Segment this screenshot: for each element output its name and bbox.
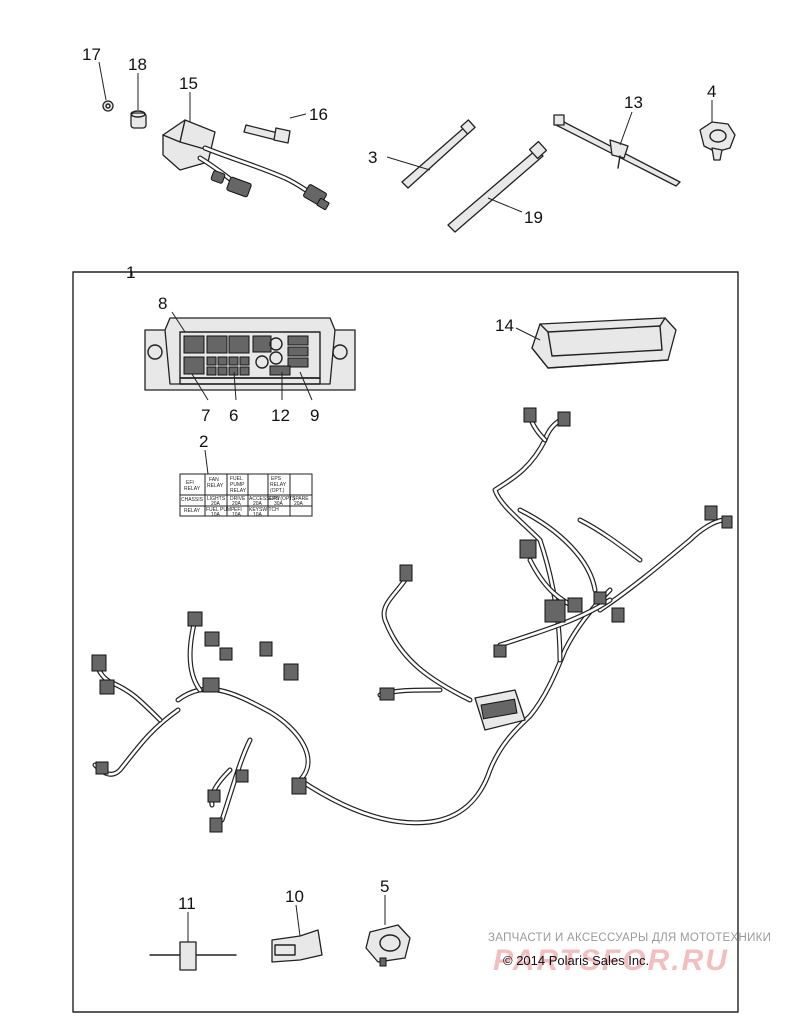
decal-eps-relay-l2: RELAY xyxy=(270,482,287,488)
decal-efi-relay-l1: EFI xyxy=(186,480,194,486)
part-15-relay-module xyxy=(162,119,330,211)
part-18-spacer xyxy=(130,110,147,129)
decal-eps-opt-l1: EPS (OPT.) xyxy=(269,496,295,502)
part-2-fuse-decal: EFI RELAY FAN RELAY FUEL PUMP RELAY EPS … xyxy=(179,473,313,518)
decal-chassis-relay-l1: CHASSIS xyxy=(181,497,204,503)
label-8: 8 xyxy=(158,294,167,313)
label-4: 4 xyxy=(707,82,716,101)
decal-chassis-relay-l2: RELAY xyxy=(184,508,201,514)
decal-fan-relay-l1: FAN xyxy=(209,477,219,483)
label-2: 2 xyxy=(199,432,208,451)
decal-efi-relay-l2: RELAY xyxy=(184,486,201,492)
main-wire-harness xyxy=(91,407,733,833)
part-8-fuse-relay-box xyxy=(144,317,356,391)
label-17: 17 xyxy=(82,45,101,64)
label-14: 14 xyxy=(495,316,514,335)
decal-spare-l1: SPARE xyxy=(292,496,309,502)
decal-fuel-pump-l1: FUEL PUMP xyxy=(206,507,235,513)
part-19-cable-tie xyxy=(447,140,548,233)
label-19: 19 xyxy=(524,208,543,227)
label-9: 9 xyxy=(310,406,319,425)
label-6: 6 xyxy=(229,406,238,425)
decal-efi-l1: EFI xyxy=(234,507,242,513)
decal-fan-relay-l2: RELAY xyxy=(207,483,224,489)
decal-eps-relay-l3: (OPT.) xyxy=(270,488,285,494)
copyright-notice: © 2014 Polaris Sales Inc. xyxy=(503,953,650,968)
decal-efi-l2: 10A xyxy=(232,512,242,518)
label-11: 11 xyxy=(178,894,196,913)
part-10-plug xyxy=(271,929,323,963)
decal-lights-l2: 20A xyxy=(211,501,221,507)
watermark-logo: PARTSFOR.RU xyxy=(493,944,729,977)
decal-fuel-pump-relay-l1: FUEL xyxy=(230,476,243,482)
label-12: 12 xyxy=(271,406,290,425)
part-17-nut xyxy=(102,100,114,112)
decal-eps-opt-l2: 30A xyxy=(274,501,284,507)
decal-drive-l1: DRIVE xyxy=(230,496,246,502)
label-18: 18 xyxy=(128,55,147,74)
decal-drive-l2: 20A xyxy=(232,501,242,507)
decal-eps-relay-l1: EPS xyxy=(271,476,282,482)
decal-accessory-l2: 20A xyxy=(253,501,263,507)
part-5-connector xyxy=(365,924,411,967)
decal-lights-l1: LIGHTS xyxy=(207,496,226,502)
decal-fuel-pump-relay-l2: PUMP xyxy=(230,482,245,488)
decal-keyswitch-l1: KEYSWITCH xyxy=(249,507,279,513)
label-15: 15 xyxy=(179,74,198,93)
decal-fuel-pump-relay-l3: RELAY xyxy=(230,488,247,494)
harness-assembly-frame xyxy=(72,271,739,1013)
label-3: 3 xyxy=(368,148,377,167)
part-3-cable-tie xyxy=(401,119,476,189)
part-16-bolt xyxy=(243,124,291,144)
label-10: 10 xyxy=(285,887,304,906)
label-7: 7 xyxy=(201,406,210,425)
decal-spare-l2: 20A xyxy=(294,501,304,507)
label-1: 1 xyxy=(126,263,135,282)
decal-fuel-pump-l2: 10A xyxy=(211,512,221,518)
decal-accessory-l1: ACCESSORY xyxy=(249,496,281,502)
decal-keyswitch-l2: 10A xyxy=(253,512,263,518)
label-16: 16 xyxy=(309,105,328,124)
label-5: 5 xyxy=(380,877,389,896)
label-13: 13 xyxy=(624,93,643,112)
watermark-caption: ЗАПЧАСТИ И АКСЕССУАРЫ ДЛЯ МОТОТЕХНИКИ xyxy=(488,932,772,944)
part-13-push-mount-tie xyxy=(553,114,681,187)
part-14-fuse-box-cover xyxy=(531,317,677,369)
part-4-clip xyxy=(699,121,736,161)
part-11-diode xyxy=(149,941,237,971)
